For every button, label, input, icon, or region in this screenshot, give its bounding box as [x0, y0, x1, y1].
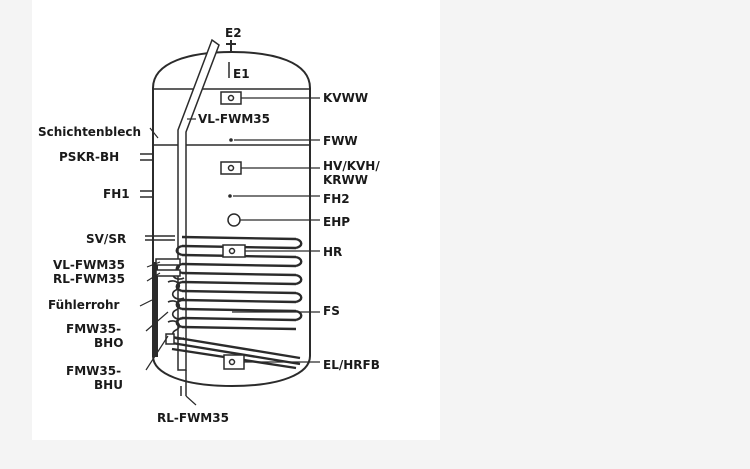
- label-e2: E2: [225, 26, 242, 40]
- label-fmw35-bhu-line2: BHU: [94, 378, 123, 392]
- label-el-hrfb: EL/HRFB: [323, 358, 380, 372]
- label-fmw35-bho-line1: FMW35-: [66, 322, 121, 336]
- sensor-points: [228, 138, 233, 198]
- label-fs: FS: [323, 304, 340, 318]
- label-sv-sr: SV/SR: [86, 232, 126, 246]
- tank-body: [152, 50, 311, 388]
- bottom-outlet: [180, 370, 187, 396]
- label-hr: HR: [323, 245, 342, 259]
- label-hv-kvh: HV/KVH/: [323, 159, 380, 173]
- label-rl-fwm35-left: RL-FWM35: [53, 272, 125, 286]
- label-e1: E1: [233, 67, 250, 81]
- label-fmw35-bho-line2: BHO: [94, 336, 123, 350]
- label-fww: FWW: [323, 134, 358, 148]
- label-fuehlerrohr: Fühlerrohr: [48, 298, 120, 312]
- label-rl-fwm35-bottom: RL-FWM35: [157, 411, 229, 425]
- side-stubs: [140, 153, 175, 241]
- label-kvww: KVWW: [323, 91, 368, 105]
- label-krww: KRWW: [323, 173, 368, 187]
- leader-lines: [139, 97, 320, 406]
- labels: E2 E1 KVWW VL-FWM35 Schichtenblech FWW P…: [38, 26, 380, 425]
- label-vl-fwm35-top: VL-FWM35: [198, 112, 270, 126]
- label-fh2: FH2: [323, 192, 350, 206]
- flange-hv: [220, 161, 242, 175]
- label-pskr-bh: PSKR-BH: [59, 150, 119, 164]
- flange-hr: [222, 244, 246, 258]
- label-fmw35-bhu-line1: FMW35-: [66, 364, 121, 378]
- flange-el: [223, 354, 245, 370]
- flange-fmw35-bho: [165, 333, 175, 345]
- sensor-tube: [152, 262, 158, 357]
- label-ehp: EHP: [323, 215, 350, 229]
- connection-e2: [226, 40, 236, 52]
- label-fh1: FH1: [103, 187, 130, 201]
- label-schichtenblech: Schichtenblech: [38, 125, 141, 139]
- left-pipe-connectors: [155, 258, 181, 277]
- ehp-port: [227, 213, 241, 227]
- flange-kvww: [220, 91, 242, 105]
- label-vl-fwm35-left: VL-FWM35: [53, 258, 125, 272]
